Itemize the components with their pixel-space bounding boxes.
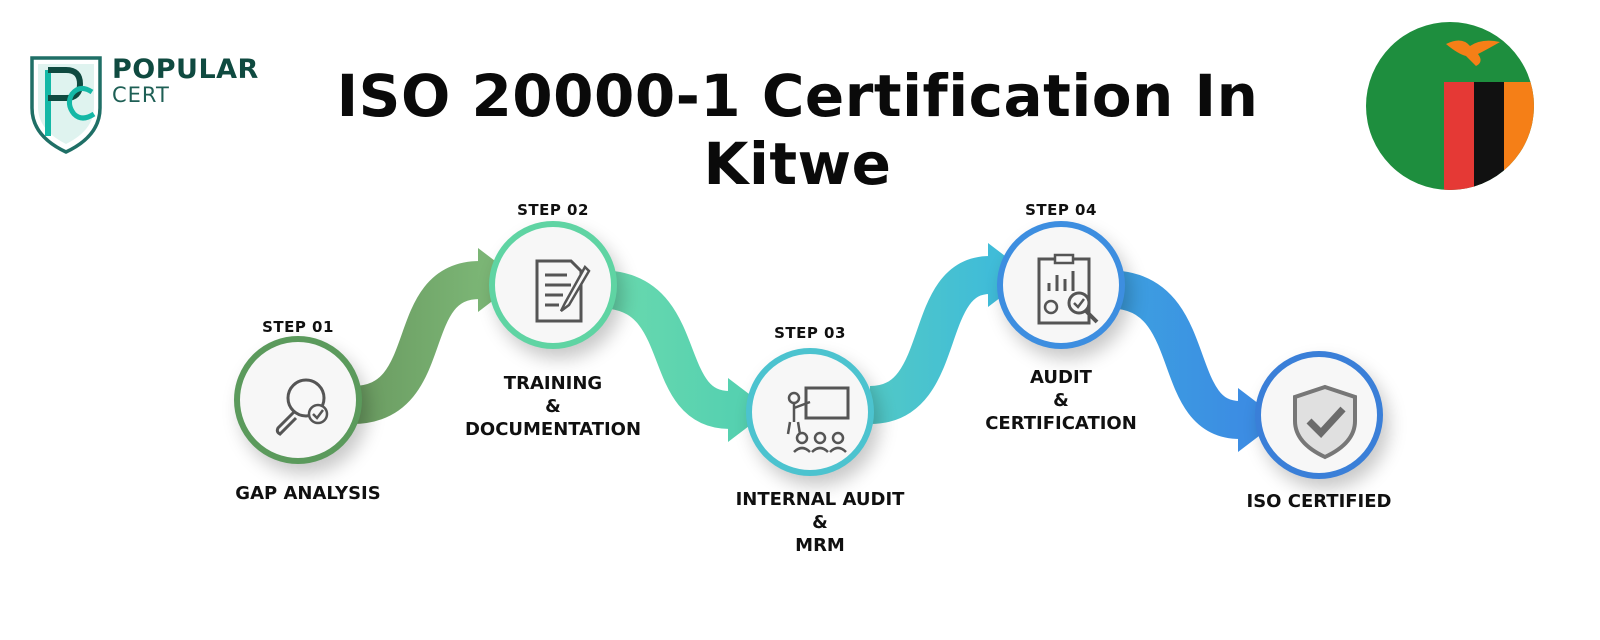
- step-2-title: TRAINING & DOCUMENTATION: [465, 372, 641, 441]
- final-title: ISO CERTIFIED: [1246, 491, 1392, 512]
- final-circle: [1255, 351, 1383, 479]
- shield-check-icon: [1293, 384, 1357, 460]
- step-4-title: AUDIT & CERTIFICATION: [985, 366, 1137, 435]
- step-2-line-1: TRAINING: [503, 373, 603, 394]
- step-4-line-1: AUDIT: [1030, 367, 1092, 388]
- page-title: ISO 20000-1 Certification In Kitwe: [336, 62, 1259, 198]
- step-3-title: INTERNAL AUDIT & MRM: [736, 488, 905, 557]
- step-3-line-1: INTERNAL AUDIT: [735, 489, 905, 510]
- step-3-line-3: MRM: [795, 535, 845, 556]
- step-1-label: STEP 01: [262, 318, 334, 336]
- document-pen-icon: [535, 259, 591, 323]
- step-2-circle: [489, 221, 617, 349]
- step-4-circle: [997, 221, 1125, 349]
- step-4-label: STEP 04: [1025, 201, 1097, 219]
- popular-cert-logo: POPULAR CERT: [26, 52, 258, 156]
- step-2-line-3: DOCUMENTATION: [464, 419, 642, 440]
- magnifier-check-icon: [275, 378, 329, 436]
- step-1-line-1: GAP ANALYSIS: [235, 483, 381, 504]
- audit-report-icon: [1037, 253, 1099, 325]
- step-4-line-2: &: [1053, 390, 1069, 411]
- shield-logo-icon: [30, 56, 102, 154]
- step-2-label: STEP 02: [517, 201, 589, 219]
- step-3-line-2: &: [812, 512, 828, 533]
- step-1-circle: [234, 336, 362, 464]
- step-1-title: GAP ANALYSIS: [235, 482, 380, 505]
- step-3-circle: [746, 348, 874, 476]
- presentation-icon: [786, 386, 850, 453]
- brand-line-1: POPULAR: [112, 54, 259, 85]
- brand-line-2: CERT: [112, 83, 170, 107]
- zambia-flag-icon: [1366, 22, 1534, 190]
- step-4-line-3: CERTIFICATION: [985, 413, 1137, 434]
- step-3-label: STEP 03: [774, 324, 846, 342]
- brand-name: POPULAR CERT: [112, 56, 259, 106]
- step-2-line-2: &: [545, 396, 561, 417]
